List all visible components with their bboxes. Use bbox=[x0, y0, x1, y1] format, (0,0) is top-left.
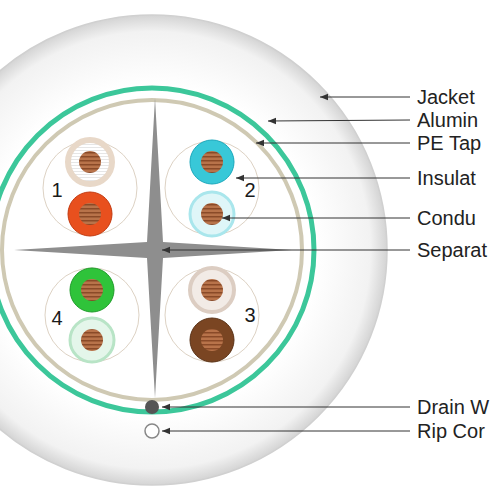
part-label: Separat bbox=[417, 240, 487, 260]
drain-wire bbox=[145, 400, 159, 414]
part-label: Condu bbox=[417, 208, 476, 228]
part-label: Alumin bbox=[417, 110, 478, 130]
part-label: PE Tap bbox=[417, 133, 481, 153]
callout-number: 4 bbox=[51, 308, 62, 328]
part-label: Jacket bbox=[417, 87, 475, 107]
part-label: Drain W bbox=[417, 397, 489, 417]
wires bbox=[68, 140, 234, 362]
callout-number: 2 bbox=[244, 180, 255, 200]
leader-lines bbox=[162, 97, 410, 431]
rip-cord bbox=[145, 424, 159, 438]
separator bbox=[14, 98, 292, 398]
callout-number: 1 bbox=[51, 180, 62, 200]
part-label: Insulat bbox=[417, 168, 476, 188]
part-label: Rip Cor bbox=[417, 421, 485, 441]
callout-number: 3 bbox=[244, 305, 255, 325]
